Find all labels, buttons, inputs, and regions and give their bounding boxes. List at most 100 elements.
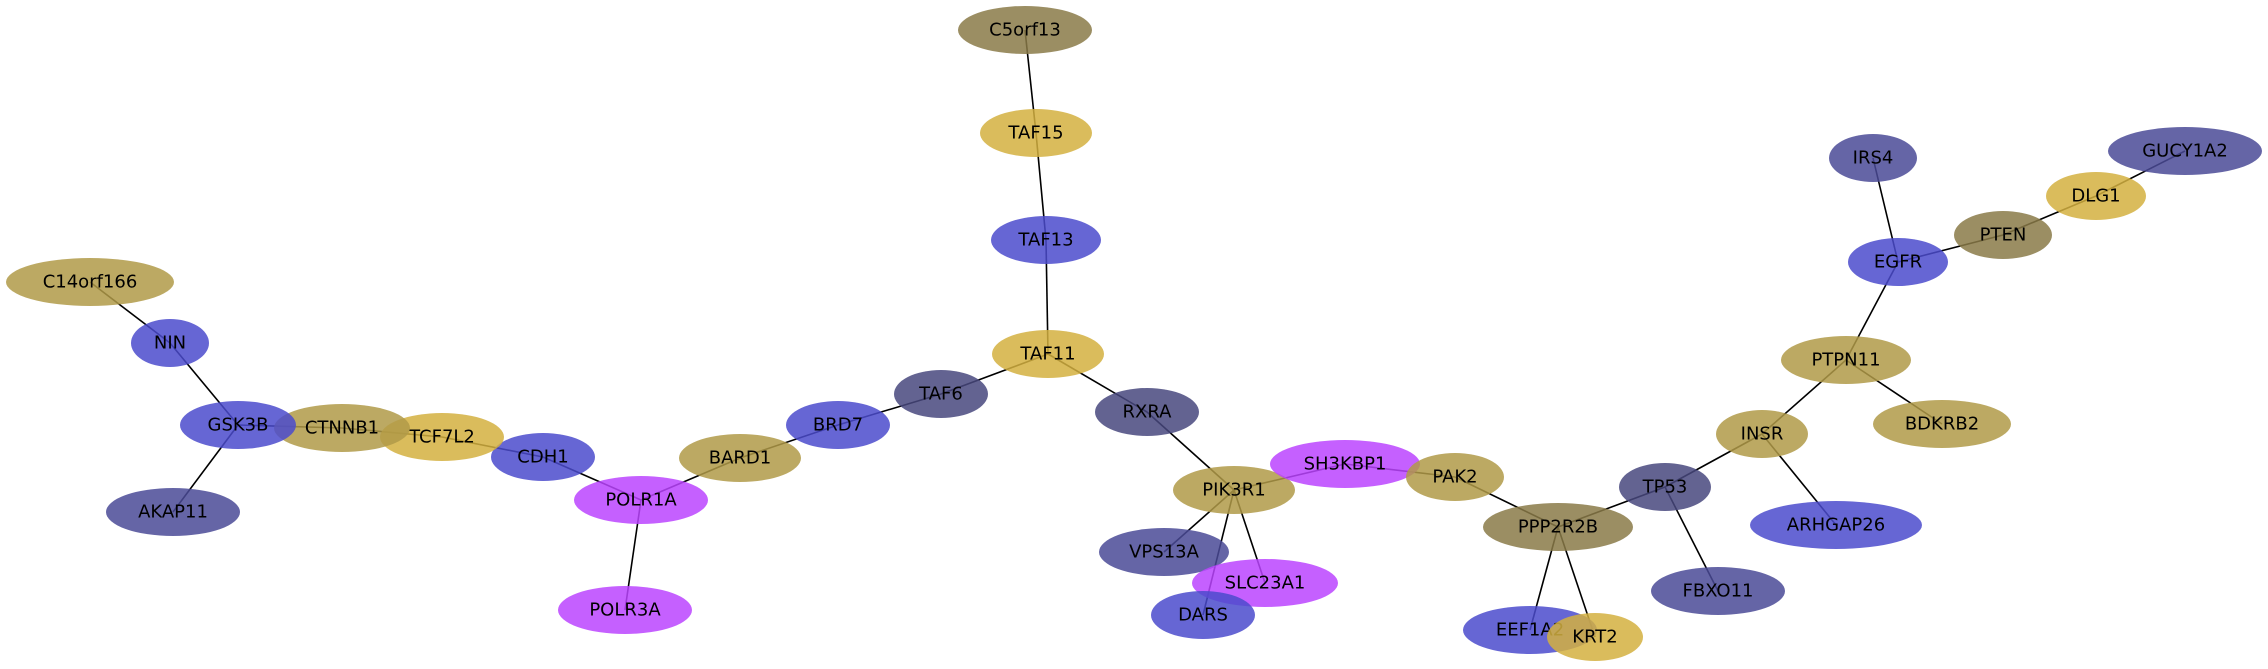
node-shape <box>1151 591 1255 639</box>
node-label: C5orf13 <box>989 20 1061 41</box>
node-fbxo11[interactable]: FBXO11 <box>1651 567 1785 615</box>
node-shape <box>1954 211 2052 259</box>
node-shape <box>274 404 410 452</box>
node-gsk3b[interactable]: GSK3B <box>180 401 296 449</box>
node-shape <box>491 433 595 481</box>
node-label: KRT2 <box>1572 627 1617 648</box>
node-shape <box>2046 172 2146 220</box>
node-label: IRS4 <box>1853 148 1894 169</box>
node-tp53[interactable]: TP53 <box>1619 463 1711 511</box>
node-sh3kbp1[interactable]: SH3KBP1 <box>1270 440 1420 488</box>
node-cdh1[interactable]: CDH1 <box>491 433 595 481</box>
node-label: GUCY1A2 <box>2142 141 2228 162</box>
node-shape <box>1547 613 1643 661</box>
node-label: DARS <box>1178 605 1228 626</box>
node-label: TP53 <box>1642 477 1688 498</box>
node-shape <box>894 370 988 418</box>
node-polr1a[interactable]: POLR1A <box>574 476 708 524</box>
node-label: BDKRB2 <box>1905 414 1979 435</box>
node-ctnnb1[interactable]: CTNNB1 <box>274 404 410 452</box>
node-arhgap26[interactable]: ARHGAP26 <box>1750 501 1922 549</box>
node-label: POLR1A <box>605 490 677 511</box>
node-dlg1[interactable]: DLG1 <box>2046 172 2146 220</box>
node-egfr[interactable]: EGFR <box>1848 238 1948 286</box>
nodes-layer: C5orf13TAF15TAF13TAF11TAF6BRD7BARD1POLR1… <box>6 6 2262 661</box>
node-label: PPP2R2B <box>1518 517 1598 538</box>
node-label: TAF6 <box>918 384 963 405</box>
node-dars[interactable]: DARS <box>1151 591 1255 639</box>
node-label: TAF13 <box>1017 230 1073 251</box>
node-krt2[interactable]: KRT2 <box>1547 613 1643 661</box>
node-shape <box>1651 567 1785 615</box>
node-bdkrb2[interactable]: BDKRB2 <box>1873 400 2011 448</box>
node-shape <box>1099 528 1229 576</box>
node-label: EEF1A2 <box>1496 620 1564 641</box>
node-gucy1a2[interactable]: GUCY1A2 <box>2108 127 2262 175</box>
node-taf13[interactable]: TAF13 <box>991 216 1101 264</box>
node-shape <box>1829 134 1917 182</box>
node-taf15[interactable]: TAF15 <box>980 109 1092 157</box>
node-shape <box>1483 503 1633 551</box>
node-shape <box>1716 410 1808 458</box>
node-label: DLG1 <box>2071 186 2120 207</box>
node-label: EGFR <box>1874 252 1922 273</box>
node-label: PTPN11 <box>1811 350 1880 371</box>
node-shape <box>991 216 1101 264</box>
node-pik3r1[interactable]: PIK3R1 <box>1173 466 1295 514</box>
node-shape <box>992 330 1104 378</box>
node-label: RXRA <box>1123 402 1173 423</box>
node-shape <box>1619 463 1711 511</box>
node-taf11[interactable]: TAF11 <box>992 330 1104 378</box>
node-pak2[interactable]: PAK2 <box>1406 453 1504 501</box>
node-label: BRD7 <box>813 415 863 436</box>
node-shape <box>2108 127 2262 175</box>
node-label: SH3KBP1 <box>1304 454 1387 475</box>
node-shape <box>6 258 174 306</box>
node-irs4[interactable]: IRS4 <box>1829 134 1917 182</box>
node-shape <box>558 586 692 634</box>
node-ppp2r2b[interactable]: PPP2R2B <box>1483 503 1633 551</box>
node-c5orf13[interactable]: C5orf13 <box>958 6 1092 54</box>
node-shape <box>380 413 504 461</box>
node-label: POLR3A <box>589 600 661 621</box>
node-ptpn11[interactable]: PTPN11 <box>1781 336 1911 384</box>
node-label: VPS13A <box>1129 542 1199 563</box>
node-label: TCF7L2 <box>408 427 475 448</box>
node-label: FBXO11 <box>1683 581 1754 602</box>
node-akap11[interactable]: AKAP11 <box>106 488 240 536</box>
node-c14orf166[interactable]: C14orf166 <box>6 258 174 306</box>
node-shape <box>1781 336 1911 384</box>
node-label: SLC23A1 <box>1225 573 1306 594</box>
node-shape <box>131 319 209 367</box>
node-label: GSK3B <box>208 415 269 436</box>
node-tcf7l2[interactable]: TCF7L2 <box>380 413 504 461</box>
node-shape <box>1750 501 1922 549</box>
node-brd7[interactable]: BRD7 <box>786 401 890 449</box>
node-taf6[interactable]: TAF6 <box>894 370 988 418</box>
node-shape <box>1406 453 1504 501</box>
node-shape <box>980 109 1092 157</box>
node-label: PIK3R1 <box>1202 480 1265 501</box>
node-pten[interactable]: PTEN <box>1954 211 2052 259</box>
node-label: INSR <box>1741 424 1784 445</box>
node-polr3a[interactable]: POLR3A <box>558 586 692 634</box>
node-label: PTEN <box>1980 225 2027 246</box>
node-shape <box>679 434 801 482</box>
node-label: BARD1 <box>709 448 771 469</box>
node-bard1[interactable]: BARD1 <box>679 434 801 482</box>
node-label: C14orf166 <box>43 272 138 293</box>
node-label: TAF11 <box>1019 344 1075 365</box>
node-label: TAF15 <box>1007 123 1063 144</box>
node-shape <box>1173 466 1295 514</box>
node-rxra[interactable]: RXRA <box>1095 388 1199 436</box>
node-shape <box>106 488 240 536</box>
node-label: CDH1 <box>517 447 568 468</box>
node-vps13a[interactable]: VPS13A <box>1099 528 1229 576</box>
node-label: CTNNB1 <box>305 418 379 439</box>
node-shape <box>958 6 1092 54</box>
node-label: AKAP11 <box>138 502 208 523</box>
node-nin[interactable]: NIN <box>131 319 209 367</box>
node-shape <box>1095 388 1199 436</box>
node-insr[interactable]: INSR <box>1716 410 1808 458</box>
